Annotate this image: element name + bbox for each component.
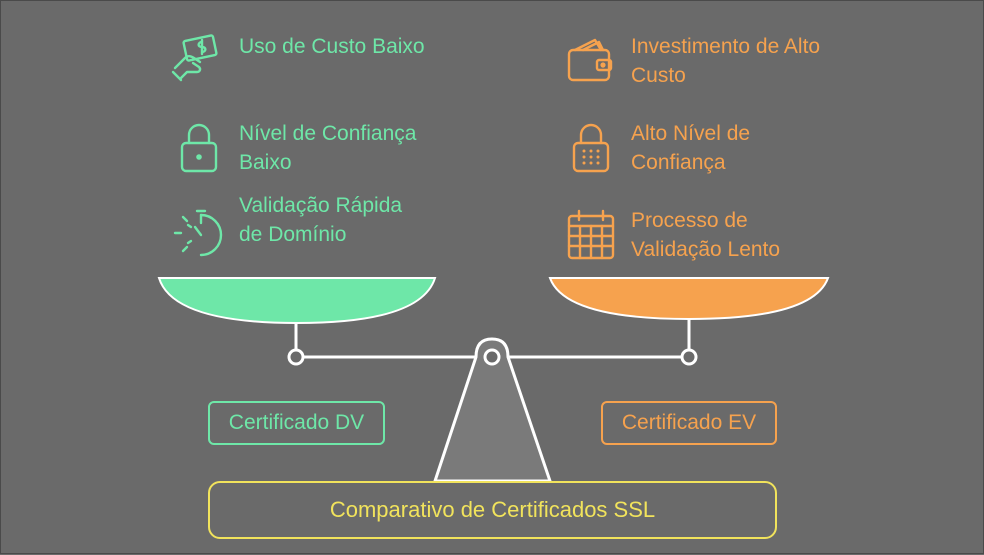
keypad-lock-icon bbox=[563, 119, 619, 175]
feature-high-cost: Investimento de Alto Custo bbox=[563, 32, 821, 90]
feature-fast-validation: Validação Rápida de Domínio bbox=[171, 191, 429, 261]
feature-slow-validation: Processo de Validação Lento bbox=[563, 206, 821, 264]
diagram-title: Comparativo de Certificados SSL bbox=[208, 481, 777, 539]
feature-label: Alto Nível de Confiança bbox=[631, 122, 751, 174]
center-pivot-ring bbox=[483, 348, 501, 366]
feature-low-cost: Uso de Custo Baixo bbox=[171, 32, 429, 88]
feature-low-trust: Nível de Confiança Baixo bbox=[171, 119, 429, 177]
feature-high-trust: Alto Nível de Confiança bbox=[563, 119, 821, 177]
scale-stand bbox=[432, 337, 553, 483]
calendar-icon bbox=[563, 206, 619, 262]
left-pan bbox=[157, 277, 437, 325]
left-pivot-ring bbox=[287, 348, 305, 366]
money-hand-icon bbox=[171, 32, 227, 88]
feature-label: Investimento de Alto Custo bbox=[631, 35, 821, 87]
feature-label: Uso de Custo Baixo bbox=[239, 35, 425, 58]
stopwatch-icon bbox=[171, 205, 227, 261]
dv-certificate-label: Certificado DV bbox=[208, 401, 385, 445]
wallet-icon bbox=[563, 32, 619, 88]
padlock-icon bbox=[171, 119, 227, 175]
feature-label: Nível de Confiança Baixo bbox=[239, 122, 417, 174]
right-pan bbox=[548, 277, 830, 321]
feature-label: Processo de Validação Lento bbox=[631, 209, 781, 261]
feature-label: Validação Rápida de Domínio bbox=[239, 194, 403, 246]
right-pivot-ring bbox=[680, 348, 698, 366]
ev-certificate-label: Certificado EV bbox=[601, 401, 777, 445]
